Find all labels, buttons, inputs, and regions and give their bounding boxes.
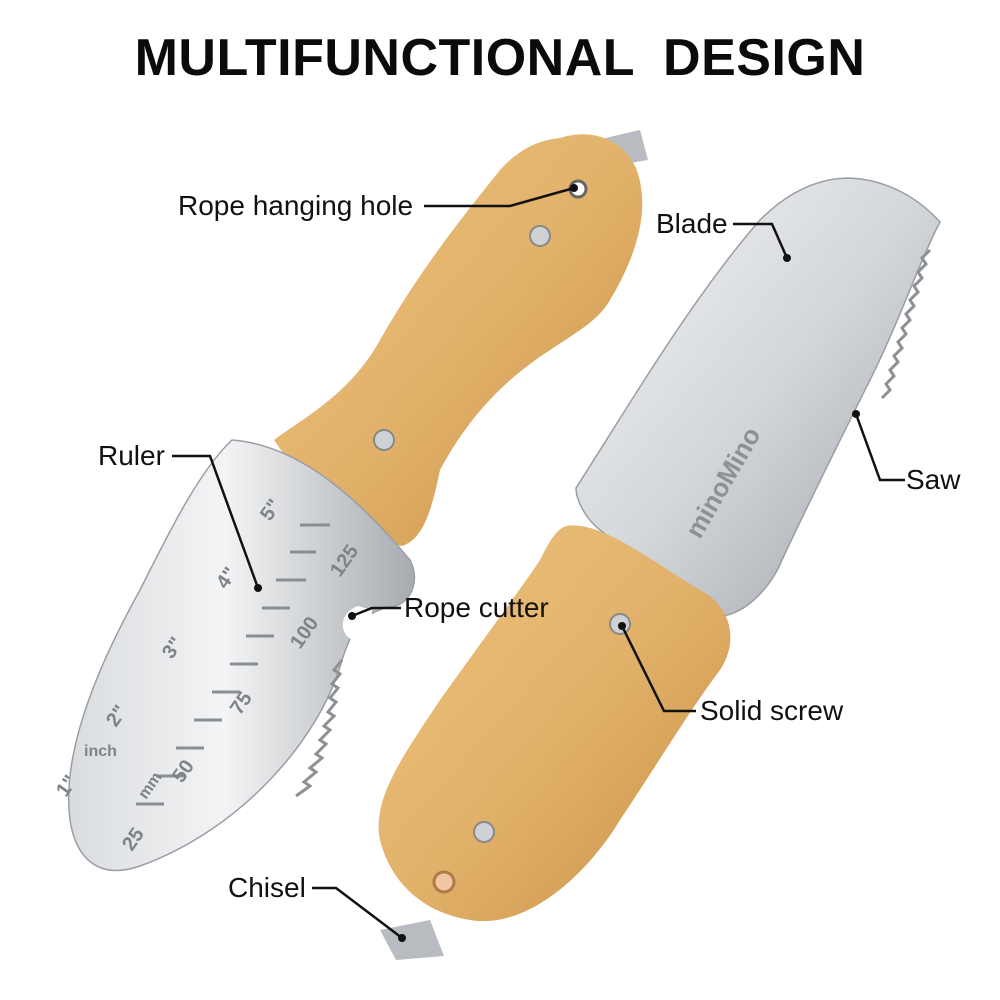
left-screw-bottom [373,429,395,451]
right-hanging-hole [432,870,456,894]
left-screw-top [529,225,551,247]
label-rope-hanging-hole: Rope hanging hole [178,190,414,221]
right-saw-edge [880,248,932,400]
leader-dots [254,184,860,942]
leader-blade [733,222,789,259]
label-solid-screw: Solid screw [700,695,844,726]
leader-rope-hanging-hole [424,186,575,208]
leader-rope-cutter [351,606,401,618]
left-blade [67,439,416,872]
leader-saw [854,413,905,482]
label-blade: Blade [656,208,728,239]
leader-chisel [312,886,403,939]
label-chisel: Chisel [228,872,306,903]
page-title: MULTIFUNCTIONAL DESIGN [134,29,866,87]
left-saw-edge [295,659,344,798]
left-trowel [67,130,648,872]
right-handle [378,525,731,922]
leader-solid-screw [620,625,696,713]
leader-ruler [172,454,260,589]
right-trowel [378,177,941,960]
label-saw: Saw [906,464,961,495]
ruler-ticks [136,523,330,806]
leader-lines [172,186,905,939]
ruler-inch-unit: inch [84,743,117,760]
label-ruler: Ruler [98,440,165,471]
label-rope-cutter: Rope cutter [404,592,549,623]
right-chisel-tip [380,920,444,960]
right-solid-screw-bottom [473,821,495,843]
